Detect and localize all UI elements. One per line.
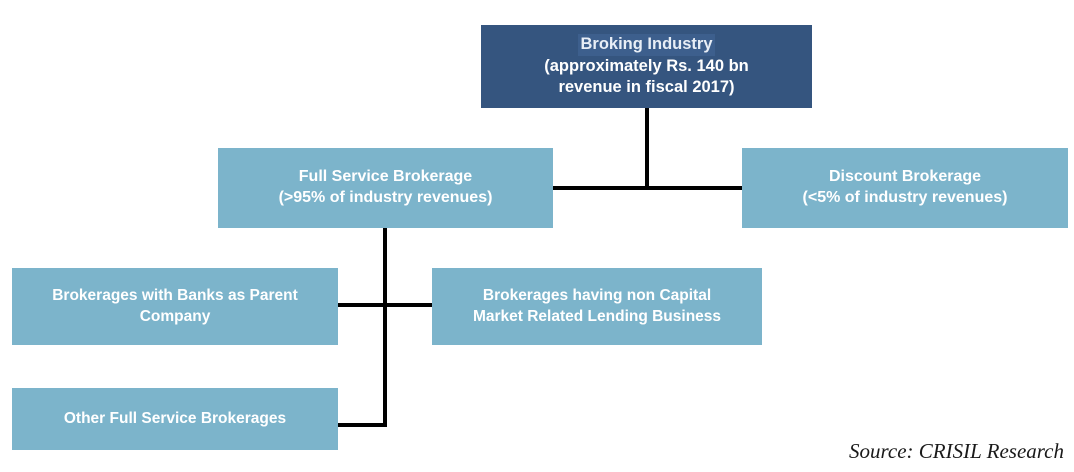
connector-branch-other-brokerages — [338, 423, 387, 427]
node-brokerages-non-capital-market-lending-line1: Brokerages having non Capital — [482, 287, 712, 305]
source-note: Source: CRISIL Research — [848, 439, 1064, 463]
node-full-service-brokerage-line1: Full Service Brokerage — [298, 168, 473, 186]
node-discount-brokerage-line1: Discount Brokerage — [828, 168, 982, 186]
node-brokerages-non-capital-market-lending[interactable]: Brokerages having non Capital Market Rel… — [432, 268, 762, 345]
node-broking-industry-subtitle-line2: revenue in fiscal 2017) — [558, 78, 735, 97]
node-full-service-brokerage[interactable]: Full Service Brokerage (>95% of industry… — [218, 148, 553, 228]
connector-row2-horizontal — [553, 186, 742, 190]
node-broking-industry-title: Broking Industry — [578, 34, 715, 56]
node-brokerages-with-banks-as-parent-line1: Brokerages with Banks as Parent — [52, 287, 298, 305]
connector-spine-vertical — [383, 228, 387, 427]
node-brokerages-non-capital-market-lending-line2: Market Related Lending Business — [472, 307, 722, 325]
node-broking-industry-subtitle-line1: (approximately Rs. 140 bn — [544, 56, 749, 75]
node-brokerages-with-banks-as-parent-line2: Company — [139, 307, 211, 325]
connector-root-vertical — [645, 108, 649, 190]
connector-branch-non-capital-lending — [385, 303, 432, 307]
node-broking-industry[interactable]: Broking Industry (approximately Rs. 140 … — [481, 25, 812, 108]
node-brokerages-with-banks-as-parent[interactable]: Brokerages with Banks as Parent Company — [12, 268, 338, 345]
connector-branch-banks-parent — [338, 303, 385, 307]
node-full-service-brokerage-line2: (>95% of industry revenues) — [278, 189, 493, 206]
node-other-full-service-brokerages-line1: Other Full Service Brokerages — [63, 409, 287, 427]
node-discount-brokerage[interactable]: Discount Brokerage (<5% of industry reve… — [742, 148, 1068, 228]
node-discount-brokerage-line2: (<5% of industry revenues) — [802, 189, 1008, 206]
node-other-full-service-brokerages[interactable]: Other Full Service Brokerages — [12, 388, 338, 450]
